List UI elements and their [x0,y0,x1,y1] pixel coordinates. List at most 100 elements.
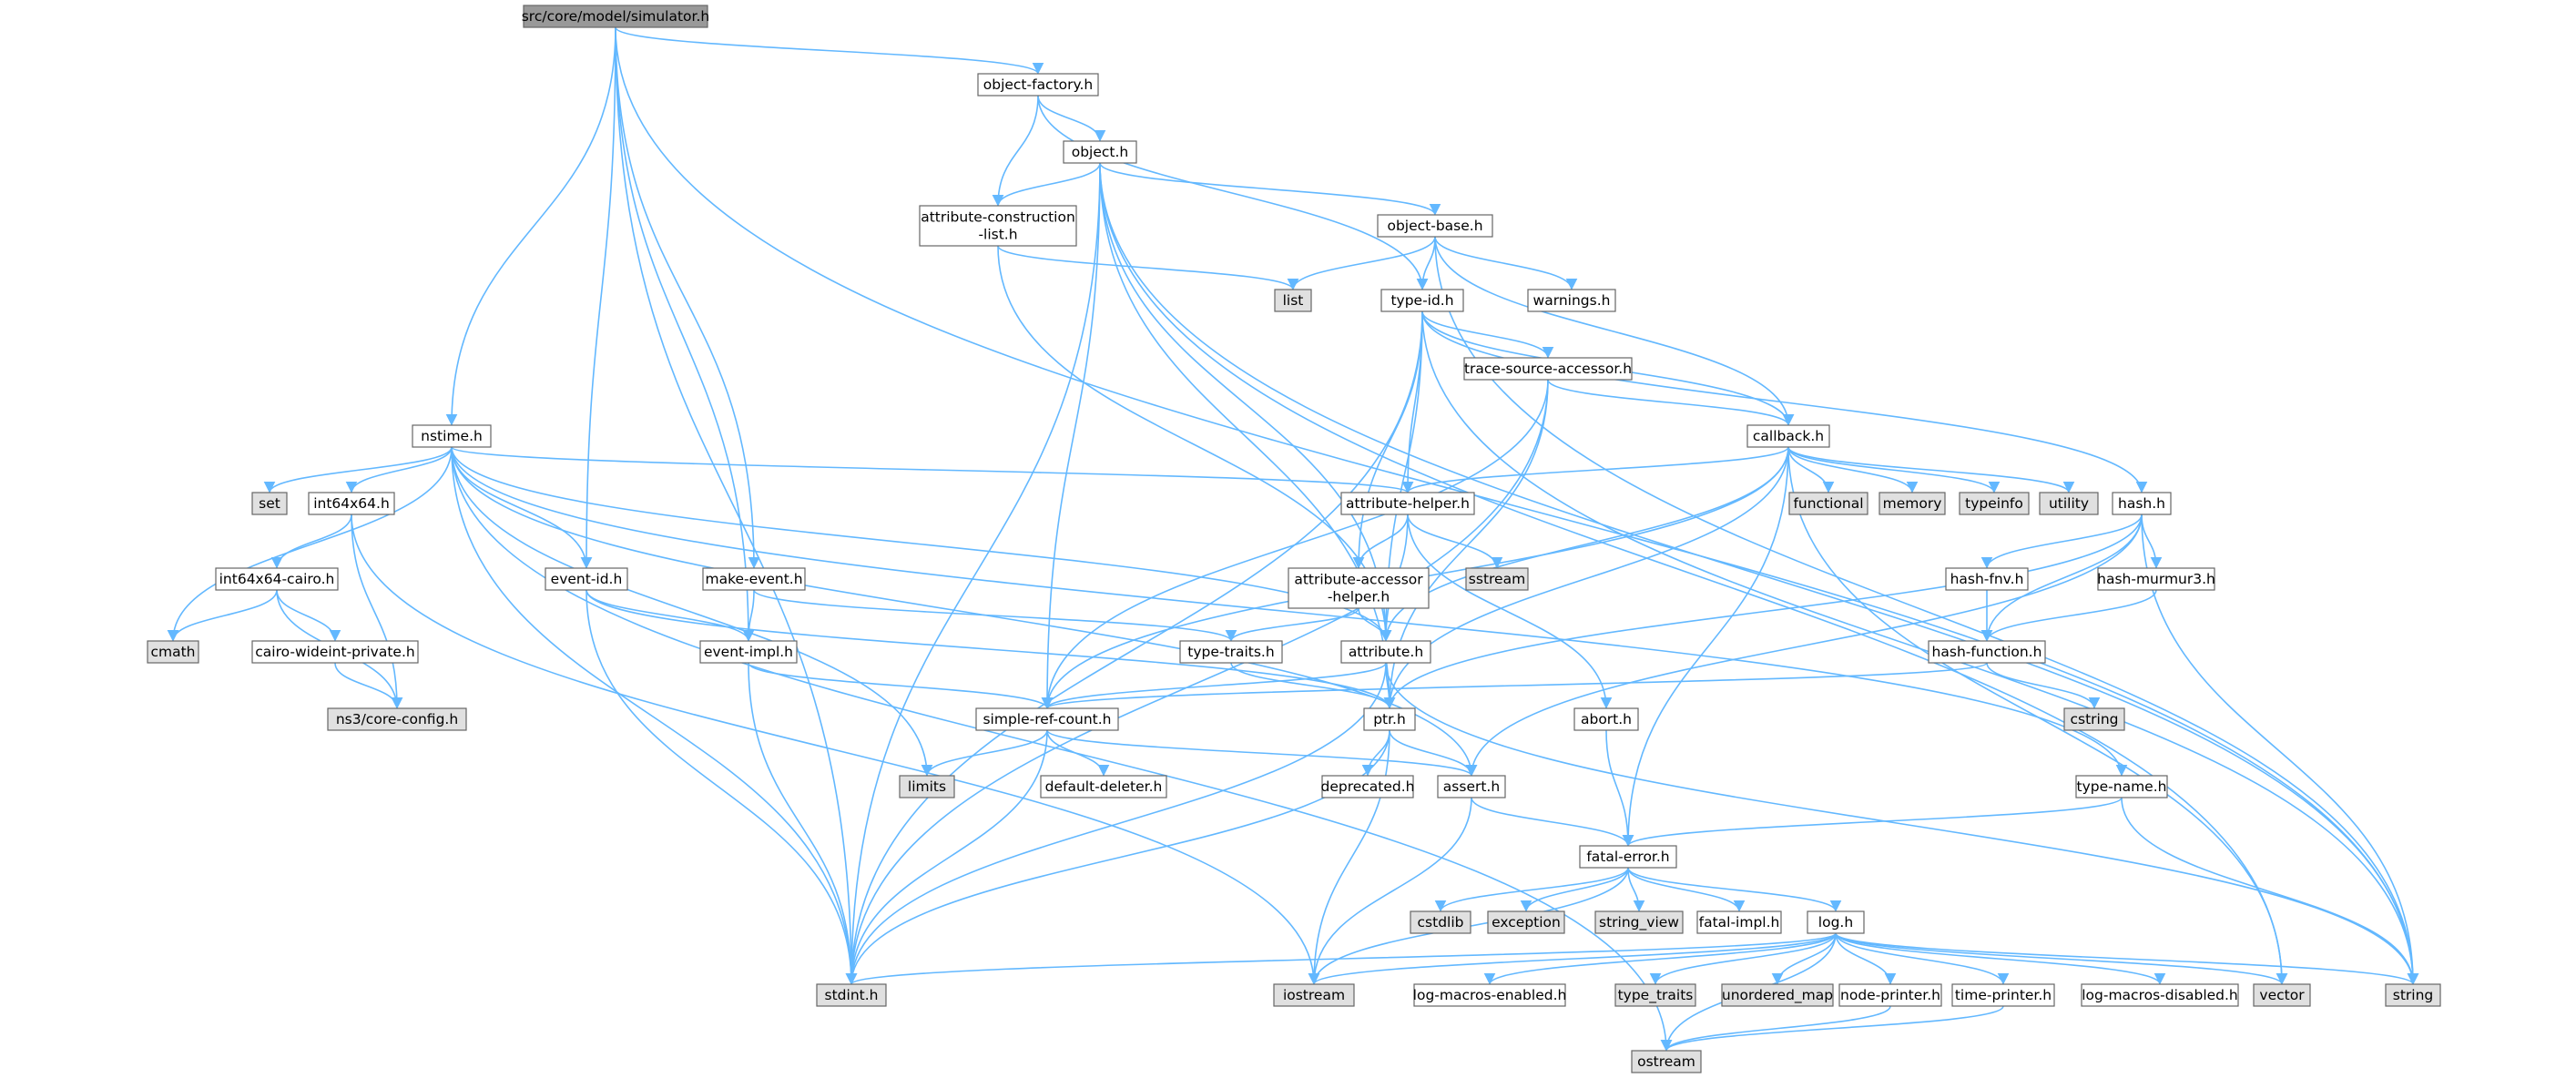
node-label: nstime.h [421,428,483,444]
node-attribute-helper[interactable]: attribute-helper.h [1340,492,1475,515]
edge-object-to-string [1099,162,2419,985]
node-cstring[interactable]: cstring [2063,707,2125,731]
node-deprecated[interactable]: deprecated.h [1320,775,1415,798]
node-vector[interactable]: vector [2253,983,2311,1007]
edge-nstime-to-assert [451,446,1478,777]
node-string[interactable]: string [2385,983,2441,1007]
node-iostream[interactable]: iostream [1273,983,1355,1007]
node-box [327,707,467,731]
edge-log-to-log-macros-disabled [1835,932,2166,985]
node-box [699,640,798,664]
node-assert[interactable]: assert.h [1437,775,1506,798]
node-stdint[interactable]: stdint.h [816,983,887,1007]
node-abort[interactable]: abort.h [1573,707,1639,731]
node-box [147,640,199,664]
node-event-id[interactable]: event-id.h [545,567,628,591]
node-trace-source-accessor[interactable]: trace-source-accessor.h [1463,357,1633,381]
node-label: object-factory.h [983,76,1093,93]
node-sstream[interactable]: sstream [1465,567,1529,591]
node-box [1631,1050,1702,1073]
node-fatal-impl[interactable]: fatal-impl.h [1696,910,1782,934]
edge-type-name-to-fatal-error [1622,797,2123,847]
edge-assert-to-iostream [1308,797,1472,985]
node-label: warnings.h [1533,292,1611,309]
edge-nstime-to-type-name [451,446,2128,777]
node-label: type-traits.h [1187,644,1274,660]
node-object-factory[interactable]: object-factory.h [977,73,1099,97]
node-type-name[interactable]: type-name.h [2075,775,2168,798]
node-box [1380,289,1464,312]
node-warnings[interactable]: warnings.h [1527,289,1616,312]
node-make-event[interactable]: make-event.h [702,567,806,591]
node-time-printer[interactable]: time-printer.h [1951,983,2055,1007]
node-default-deleter[interactable]: default-deleter.h [1040,775,1167,798]
node-string-view[interactable]: string_view [1594,910,1684,934]
edge-type-traits-h-to-ptr [1230,662,1396,709]
node-label: time-printer.h [1955,987,2052,1003]
node-log-macros-enabled[interactable]: log-macros-enabled.h [1413,983,1567,1007]
edge-attribute-accessor-helper-to-attribute [1358,607,1392,642]
edge-log-to-vector [1835,932,2288,985]
node-type-traits-h[interactable]: type-traits.h [1179,640,1283,664]
node-callback[interactable]: callback.h [1746,424,1830,448]
node-unordered-map[interactable]: unordered_map [1721,983,1834,1007]
node-hash-function[interactable]: hash-function.h [1928,640,2046,664]
node-box [2063,707,2125,731]
node-cairo-wideint-private[interactable]: cairo-wideint-private.h [251,640,419,664]
node-set[interactable]: set [251,492,288,515]
node-memory[interactable]: memory [1879,492,1946,515]
node-type-traits-std[interactable]: type_traits [1614,983,1696,1007]
node-box [1487,910,1565,934]
node-node-printer[interactable]: node-printer.h [1838,983,1942,1007]
node-exception[interactable]: exception [1487,910,1565,934]
node-event-impl[interactable]: event-impl.h [699,640,798,664]
node-object-base[interactable]: object-base.h [1377,214,1493,238]
edge-object-base-to-warnings [1434,236,1578,290]
node-cmath[interactable]: cmath [147,640,199,664]
node-simple-ref-count[interactable]: simple-ref-count.h [975,707,1119,731]
node-attribute-construction-list[interactable]: attribute-construction-list.h [919,205,1077,247]
node-box [1410,910,1471,934]
node-box [412,424,492,448]
edge-hash-to-hash-murmur3 [2141,514,2163,569]
edge-type-id-to-stdint [845,310,1423,985]
node-int64x64-cairo[interactable]: int64x64-cairo.h [215,567,339,591]
node-label: exception [1492,914,1561,931]
node-ptr[interactable]: ptr.h [1363,707,1416,731]
node-log[interactable]: log.h [1807,910,1865,934]
node-functional[interactable]: functional [1788,492,1868,515]
node-fatal-error[interactable]: fatal-error.h [1579,845,1677,869]
node-int64x64[interactable]: int64x64.h [308,492,395,515]
node-box [215,567,339,591]
node-box [523,5,708,28]
node-ns3-core-config[interactable]: ns3/core-config.h [327,707,467,731]
node-ostream[interactable]: ostream [1631,1050,1702,1073]
node-label: cstring [2070,711,2118,727]
node-label: node-printer.h [1840,987,1940,1003]
edge-type-id-to-trace-source-accessor [1421,310,1554,359]
node-label: trace-source-accessor.h [1464,361,1632,377]
node-hash-fnv[interactable]: hash-fnv.h [1945,567,2029,591]
edge-simple-ref-count-to-default-deleter [1046,729,1110,777]
edge-object-base-to-type-id [1416,236,1436,290]
node-utility[interactable]: utility [2039,492,2099,515]
node-simulator[interactable]: src/core/model/simulator.h [522,5,710,28]
edge-abort-to-fatal-error [1605,729,1634,847]
edge-hash-to-ptr [1383,514,2143,709]
node-attribute[interactable]: attribute.h [1340,640,1431,664]
node-type-id[interactable]: type-id.h [1380,289,1464,312]
node-limits[interactable]: limits [899,775,955,798]
edge-attribute-to-string [1385,662,2419,985]
node-object[interactable]: object.h [1063,140,1137,164]
node-typeinfo[interactable]: typeinfo [1959,492,2030,515]
node-cstdlib[interactable]: cstdlib [1410,910,1471,934]
edge-callback-to-attribute-helper [1401,446,1789,493]
node-box [1959,492,2030,515]
node-list[interactable]: list [1274,289,1312,312]
node-log-macros-disabled[interactable]: log-macros-disabled.h [2081,983,2239,1007]
node-nstime[interactable]: nstime.h [412,424,492,448]
node-hash[interactable]: hash.h [2112,492,2172,515]
node-hash-murmur3[interactable]: hash-murmur3.h [2097,567,2215,591]
node-label: cmath [150,644,195,660]
node-attribute-accessor-helper[interactable]: attribute-accessor-helper.h [1288,567,1430,609]
